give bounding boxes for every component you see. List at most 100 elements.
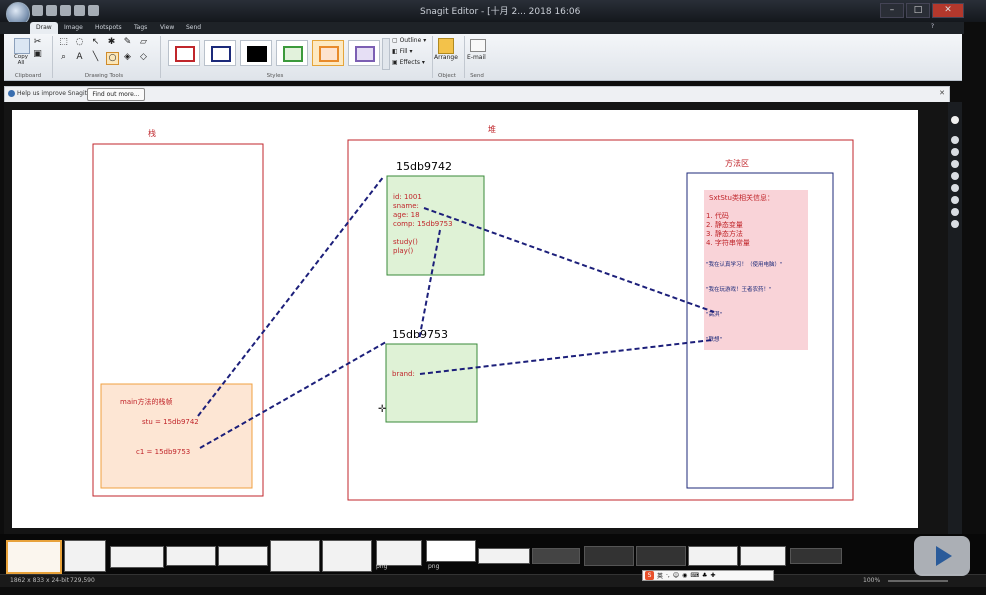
- tray-thumbnail[interactable]: [532, 548, 580, 564]
- style-swatch[interactable]: [312, 40, 344, 66]
- frame-c1-var: c1 = 15db9753: [136, 448, 190, 456]
- style-swatch[interactable]: [168, 40, 200, 66]
- new-icon[interactable]: [32, 5, 43, 16]
- open-icon[interactable]: [46, 5, 57, 16]
- tray-thumbnail[interactable]: [740, 546, 786, 566]
- keyboard-icon[interactable]: ⌨: [690, 572, 700, 579]
- tray-thumbnail-selected[interactable]: [6, 540, 62, 574]
- tray-thumbnail[interactable]: [584, 546, 634, 566]
- ref-brand-to-string: [419, 339, 713, 375]
- close-notification-icon[interactable]: ✕: [939, 89, 945, 97]
- heap-label: 堆: [488, 124, 496, 134]
- effect-8-icon[interactable]: [951, 220, 959, 228]
- tray-thumbnail[interactable]: [322, 540, 372, 572]
- tray-thumbnail[interactable]: [636, 546, 686, 566]
- effect-5-icon[interactable]: [951, 184, 959, 192]
- text-tool-icon[interactable]: A: [76, 52, 83, 62]
- string-constant: "我在玩游戏！王者农药！": [706, 285, 772, 293]
- tray-thumbnail[interactable]: [478, 548, 530, 564]
- send-group-label: Send: [470, 73, 484, 79]
- tray-thumbnail[interactable]: [270, 540, 320, 572]
- close-button[interactable]: ✕: [932, 3, 964, 18]
- tab-view[interactable]: View: [160, 24, 175, 31]
- class-info-box: [704, 190, 808, 350]
- tab-tags[interactable]: Tags: [134, 24, 148, 31]
- copy-all-icon[interactable]: [14, 38, 30, 54]
- outline-option[interactable]: ▢ Outline ▾: [392, 37, 427, 44]
- voice-icon[interactable]: ◉: [682, 572, 688, 579]
- punctuation-icon[interactable]: ·,: [666, 572, 670, 579]
- style-swatch-preview: [247, 46, 267, 62]
- style-swatch[interactable]: [240, 40, 272, 66]
- line-tool-icon[interactable]: ╲: [92, 52, 99, 62]
- tools-icon[interactable]: ✚: [710, 572, 716, 579]
- method-area-label: 方法区: [725, 158, 749, 168]
- copy-all-label[interactable]: Copy All: [14, 54, 28, 66]
- ime-mode[interactable]: 英: [657, 573, 664, 580]
- class-info-item: 3. 静态方法: [706, 229, 743, 238]
- effect-3-icon[interactable]: [951, 160, 959, 168]
- fill-tool-icon[interactable]: ◈: [124, 52, 131, 62]
- arrange-button[interactable]: Arrange: [434, 54, 458, 61]
- styles-scroll[interactable]: [382, 38, 390, 70]
- class-info-item: 4. 字符串常量: [706, 238, 750, 247]
- arrange-icon[interactable]: [438, 38, 454, 54]
- tray-thumbnail[interactable]: [688, 546, 738, 566]
- effect-6-icon[interactable]: [951, 196, 959, 204]
- selection-tool-icon[interactable]: ⬚: [59, 37, 68, 47]
- find-out-more-button[interactable]: Find out more...: [87, 88, 145, 101]
- save-icon[interactable]: [60, 5, 71, 16]
- highlighter-tool-icon[interactable]: ▱: [140, 37, 147, 47]
- stamp-tool-icon[interactable]: ✱: [107, 37, 116, 47]
- email-button[interactable]: E-mail: [467, 54, 486, 61]
- cut-icon[interactable]: ✂: [33, 37, 42, 47]
- pen-tool-icon[interactable]: ✎: [123, 37, 132, 47]
- fill-option[interactable]: ◧ Fill ▾: [392, 48, 413, 55]
- paste-icon[interactable]: ▣: [33, 49, 42, 59]
- shape-tool-icon[interactable]: ○: [106, 52, 119, 65]
- maximize-button[interactable]: □: [906, 3, 930, 18]
- tray-thumbnail[interactable]: [110, 546, 164, 568]
- email-icon[interactable]: [470, 39, 486, 52]
- style-swatch[interactable]: [348, 40, 380, 66]
- skin-icon[interactable]: ♣: [702, 572, 708, 579]
- sogou-logo-icon: S: [645, 571, 654, 580]
- tray-thumbnail[interactable]: [376, 540, 422, 566]
- style-swatch[interactable]: [276, 40, 308, 66]
- effect-7-icon[interactable]: [951, 208, 959, 216]
- effect-4-icon[interactable]: [951, 172, 959, 180]
- window-controls: – □ ✕: [880, 3, 964, 18]
- class-info-item: 2. 静态变量: [706, 220, 743, 229]
- effect-2-icon[interactable]: [951, 148, 959, 156]
- frame-title: main方法的栈帧: [120, 397, 173, 406]
- undo-icon[interactable]: [74, 5, 85, 16]
- callout-tool-icon[interactable]: ◌: [75, 37, 84, 47]
- tray-thumbnail[interactable]: [64, 540, 106, 572]
- tab-draw[interactable]: Draw: [30, 22, 58, 34]
- tray-thumbnail[interactable]: [790, 548, 842, 564]
- redo-icon[interactable]: [88, 5, 99, 16]
- style-swatch[interactable]: [204, 40, 236, 66]
- tab-hotspots[interactable]: Hotspots: [95, 24, 122, 31]
- emoji-icon[interactable]: ☺: [672, 572, 680, 579]
- minimize-button[interactable]: –: [880, 3, 904, 18]
- help-icon[interactable]: ?: [930, 23, 934, 30]
- search-icon[interactable]: [951, 116, 959, 124]
- arrow-tool-icon[interactable]: ↖: [91, 37, 100, 47]
- effects-option[interactable]: ▣ Effects ▾: [392, 59, 425, 66]
- tray-thumbnail[interactable]: [218, 546, 268, 566]
- tab-image[interactable]: Image: [64, 24, 83, 31]
- tray-thumbnail[interactable]: [166, 546, 216, 566]
- effect-1-icon[interactable]: [951, 136, 959, 144]
- student-field: sname:: [393, 202, 419, 210]
- tray-thumbnail[interactable]: [426, 540, 476, 562]
- play-overlay-button[interactable]: [914, 536, 970, 576]
- zoom-tool-icon[interactable]: ⌕: [60, 52, 67, 62]
- tab-send[interactable]: Send: [186, 24, 202, 31]
- student-field: study(): [393, 238, 418, 246]
- zoom-slider[interactable]: [888, 580, 948, 582]
- eraser-tool-icon[interactable]: ◇: [140, 52, 147, 62]
